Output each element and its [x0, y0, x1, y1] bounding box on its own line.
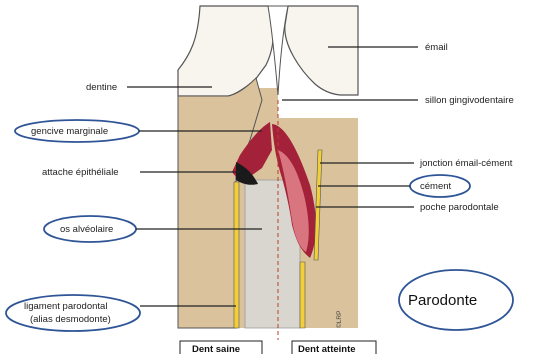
label-cement: cément [420, 181, 452, 192]
caption-healthy: Dent saine [192, 344, 240, 354]
label-email: émail [425, 42, 448, 53]
ligament-right [300, 262, 305, 328]
caption-affected: Dent atteinte [298, 344, 356, 354]
label-gencive-marginale: gencive marginale [31, 126, 108, 137]
enamel-right [285, 6, 358, 95]
copyright-text: ©LRP [335, 311, 343, 328]
label-dentine: dentine [86, 82, 117, 93]
label-jonction: jonction émail-cément [419, 158, 513, 169]
label-os-alveolaire: os alvéolaire [60, 224, 113, 235]
label-sillon: sillon gingivodentaire [425, 95, 514, 106]
label-ligament-line1: ligament parodontal [24, 301, 107, 312]
enamel-left [178, 6, 273, 96]
label-poche: poche parodontale [420, 202, 499, 213]
parodonte-note: Parodonte [408, 292, 477, 309]
label-ligament-line2: (alias desmodonte) [30, 314, 111, 325]
label-attache-epitheliale: attache épithéliale [42, 167, 119, 178]
